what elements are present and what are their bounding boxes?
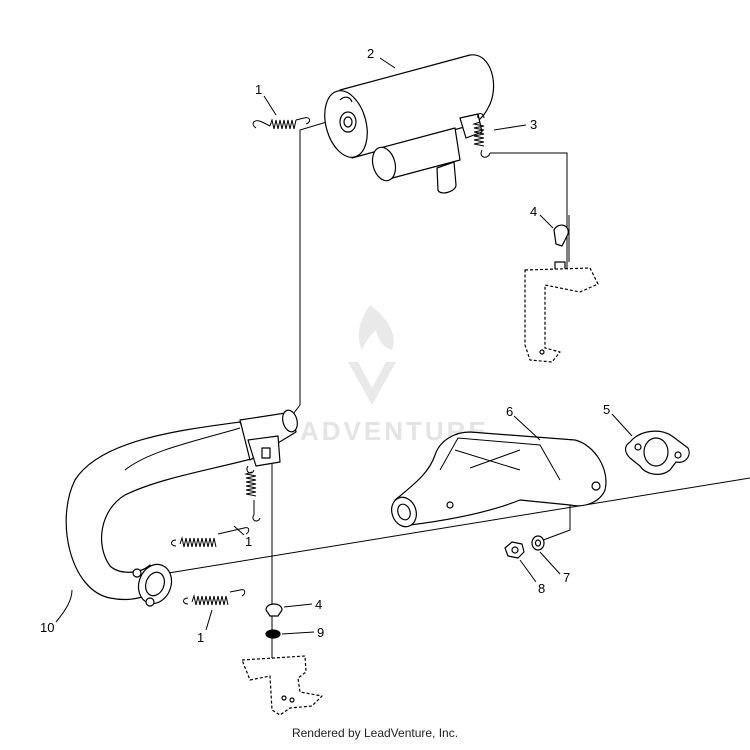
spring-vertical (244, 465, 261, 522)
gasket (624, 430, 690, 475)
grommet-top (553, 215, 570, 273)
callout-muffler: 2 (367, 46, 374, 61)
spring-top (252, 117, 311, 130)
render-credit: Rendered by LeadVenture, Inc. (291, 726, 459, 740)
callout-spring-lower: 1 (197, 630, 204, 645)
spring-middle (171, 527, 250, 548)
callout-spring-middle: 1 (245, 534, 252, 549)
exhaust-manifold (391, 431, 607, 528)
callout-washer: 7 (563, 570, 570, 585)
callout-leaders (55, 57, 633, 635)
spring-lower (183, 589, 246, 606)
grommet-bottom (265, 603, 283, 617)
spring-right (472, 113, 491, 158)
bracket-top (524, 267, 599, 363)
callout-manifold: 6 (506, 404, 513, 419)
callout-exhaust-pipe: 10 (40, 620, 54, 635)
callout-gasket: 5 (603, 402, 610, 417)
watermark-logo: ADVENTURE (300, 305, 486, 446)
callout-spring-right: 3 (530, 117, 537, 132)
callout-nut: 8 (538, 581, 545, 596)
callout-grommet-bottom: 4 (315, 597, 322, 612)
washer (531, 535, 545, 551)
exhaust-pipe (65, 409, 298, 607)
callout-grommet-top: 4 (530, 204, 537, 219)
callout-washer-bottom: 9 (317, 625, 324, 640)
nut (504, 541, 525, 559)
callout-spring-top: 1 (255, 82, 262, 97)
leader-lines (137, 117, 750, 665)
bracket-bottom (241, 655, 323, 716)
muffler (324, 54, 495, 194)
